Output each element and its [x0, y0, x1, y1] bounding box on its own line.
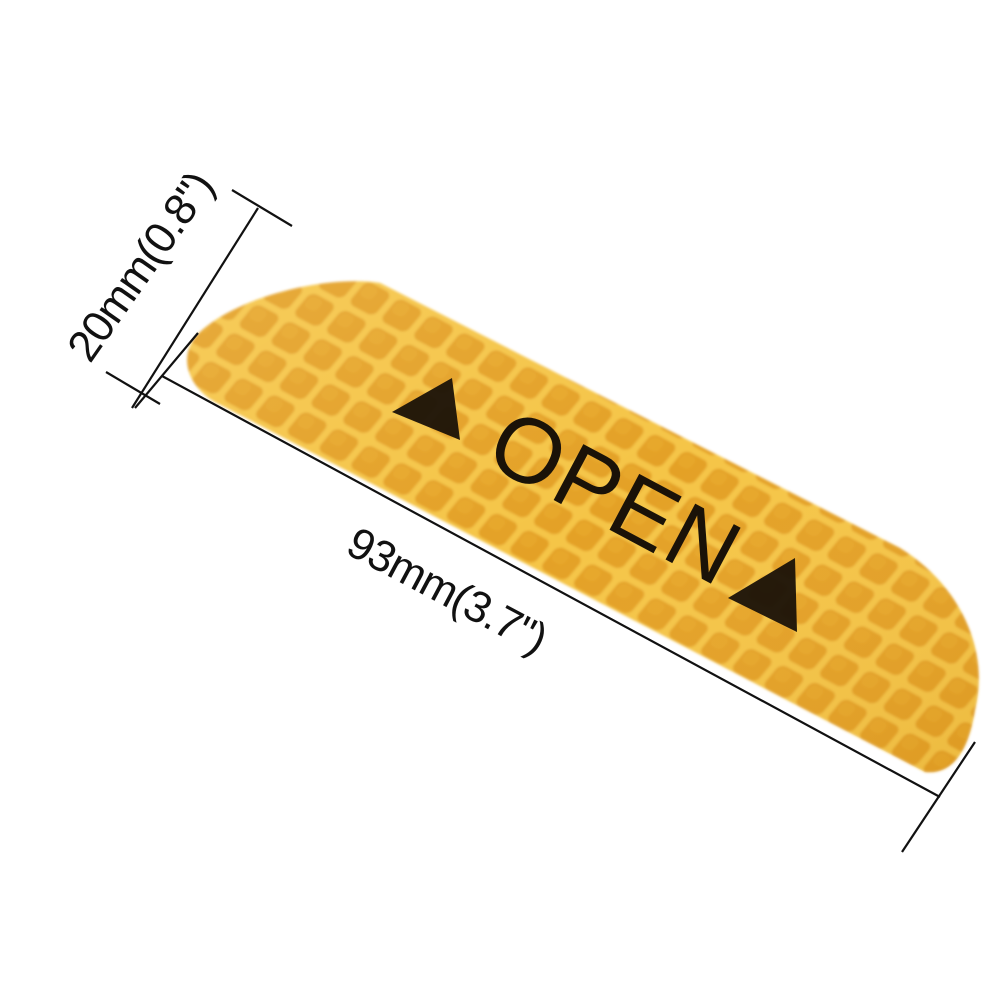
width-dimension [105, 189, 293, 409]
width-tick-top [231, 189, 293, 227]
length-tick-left [134, 332, 199, 409]
sticker: OPEN [187, 281, 979, 773]
length-dimension-line [161, 375, 941, 798]
right-triangle-icon [728, 558, 797, 632]
length-tick-right [901, 741, 976, 853]
width-dimension-line [131, 207, 259, 409]
left-triangle-icon [392, 378, 460, 440]
width-tick-bottom [105, 371, 161, 405]
length-dimension [134, 332, 976, 853]
